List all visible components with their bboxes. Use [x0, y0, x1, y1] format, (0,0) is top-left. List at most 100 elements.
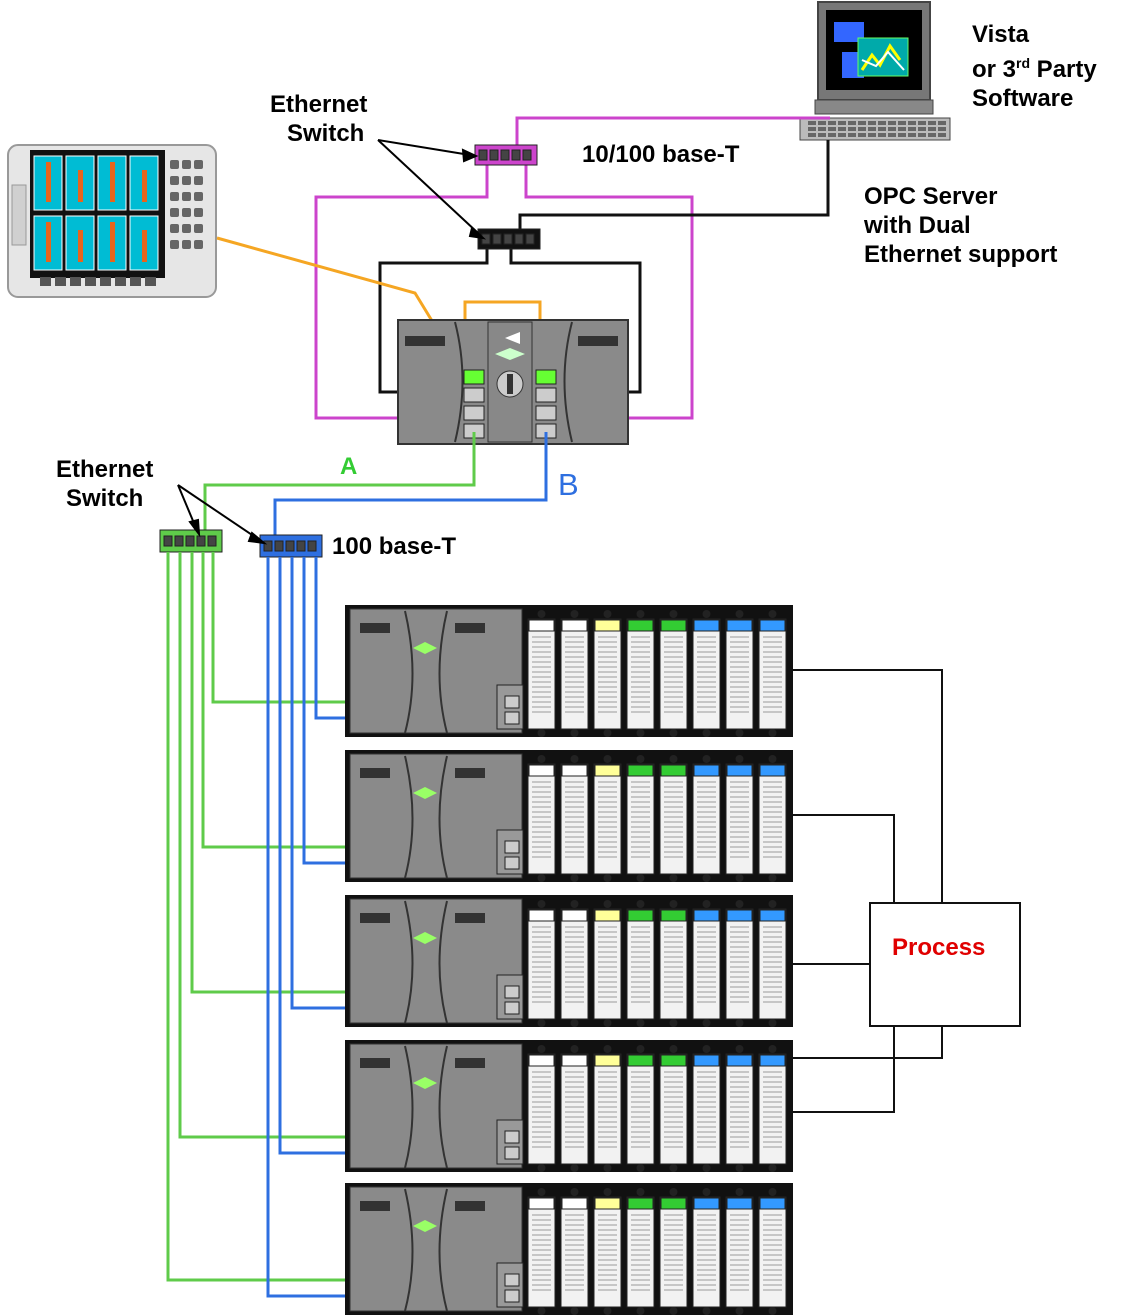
io-module-knob — [768, 1188, 777, 1196]
rack-stack — [345, 605, 793, 1315]
io-module-knob — [768, 610, 777, 618]
io-module-tab — [726, 764, 753, 777]
software-label-line2: or 3rd Party — [972, 55, 1097, 83]
panel-key — [170, 192, 179, 201]
rack-curve — [438, 755, 448, 879]
io-module-knob — [735, 1307, 744, 1315]
rack-controller-body — [349, 608, 523, 734]
keyboard-key — [808, 121, 816, 125]
rack-port — [504, 695, 520, 709]
io-module-knob — [702, 1188, 711, 1196]
io-module-knob — [669, 1045, 678, 1053]
io-module-tab — [594, 1197, 621, 1210]
io-module-tab — [627, 909, 654, 922]
panel-key — [170, 160, 179, 169]
switch-port — [163, 535, 173, 547]
io-module-knob — [768, 1164, 777, 1172]
io-module-tab — [759, 909, 786, 922]
rack-indicator — [425, 1220, 437, 1232]
io-module-knob — [735, 610, 744, 618]
io-module-tab — [759, 1054, 786, 1067]
rack-port — [504, 1289, 520, 1303]
keyboard-key — [888, 133, 896, 137]
panel-key — [145, 277, 156, 286]
keyboard-key — [918, 127, 926, 131]
rack-curve — [438, 900, 448, 1024]
io-module-tab — [561, 619, 588, 632]
io-module-knob — [735, 874, 744, 882]
io-module-knob — [702, 1019, 711, 1027]
panel-key — [182, 192, 191, 201]
network-bottom-label: 100 base-T — [332, 533, 457, 560]
switch-port — [307, 540, 317, 552]
panel-key — [194, 176, 203, 185]
io-module-knob — [702, 900, 711, 908]
keyboard-key — [908, 133, 916, 137]
process-wiring — [792, 669, 1021, 1113]
keyboard-key — [858, 133, 866, 137]
panel-key — [70, 277, 81, 286]
io-module-knob — [570, 1188, 579, 1196]
switch-port — [174, 535, 184, 547]
switch-port — [489, 149, 499, 161]
io-module-knob — [735, 1045, 744, 1053]
panel-key — [130, 277, 141, 286]
io-module-knob — [537, 1019, 546, 1027]
switch-port — [481, 233, 491, 245]
rack-curve — [404, 1045, 414, 1169]
io-module-knob — [570, 1307, 579, 1315]
keyboard-key — [808, 133, 816, 137]
io-module-tab — [561, 1054, 588, 1067]
keyboard-key — [808, 127, 816, 131]
io-module-tab — [693, 1054, 720, 1067]
panel-key — [194, 160, 203, 169]
rack-indicator — [425, 932, 437, 944]
panel-key — [182, 224, 191, 233]
io-module-knob — [636, 1019, 645, 1027]
io-module-knob — [603, 1164, 612, 1172]
rack-indicator — [413, 1220, 425, 1232]
io-module-tab — [759, 1197, 786, 1210]
io-module-knob — [603, 610, 612, 618]
io-module-tab — [627, 1054, 654, 1067]
io-module-tab — [660, 1054, 687, 1067]
panel-key — [40, 277, 51, 286]
rack-port — [504, 840, 520, 854]
rack-slot — [455, 623, 485, 633]
label-arrows — [177, 139, 487, 545]
switch-port — [500, 149, 510, 161]
io-module-tab — [528, 909, 555, 922]
rack-indicator — [413, 787, 425, 799]
network-b-label: B — [558, 467, 579, 502]
io-module-tab — [759, 764, 786, 777]
panel-key — [170, 224, 179, 233]
panel-bar — [142, 170, 147, 202]
io-module-knob — [735, 755, 744, 763]
io-module-tab — [561, 909, 588, 922]
rack-slot — [455, 913, 485, 923]
switch-port — [196, 535, 206, 547]
switch-port — [296, 540, 306, 552]
process-label: Process — [892, 934, 986, 961]
io-module-tab — [528, 619, 555, 632]
io-module-tab — [693, 909, 720, 922]
io-module-knob — [636, 874, 645, 882]
rack-indicator — [413, 932, 425, 944]
keyboard-key — [908, 127, 916, 131]
io-module-knob — [570, 1164, 579, 1172]
keyboard-key — [848, 127, 856, 131]
io-rack — [345, 895, 793, 1027]
io-module-knob — [537, 900, 546, 908]
panel-key — [194, 208, 203, 217]
keyboard-key — [938, 133, 946, 137]
keyboard-key — [918, 133, 926, 137]
io-module-knob — [735, 1188, 744, 1196]
network-b-cable — [273, 432, 548, 535]
network-top-label: 10/100 base-T — [582, 141, 740, 168]
rack-slot — [455, 1058, 485, 1068]
io-module-tab — [660, 1197, 687, 1210]
panel-key — [182, 240, 191, 249]
switch-port — [274, 540, 284, 552]
switch-port — [185, 535, 195, 547]
